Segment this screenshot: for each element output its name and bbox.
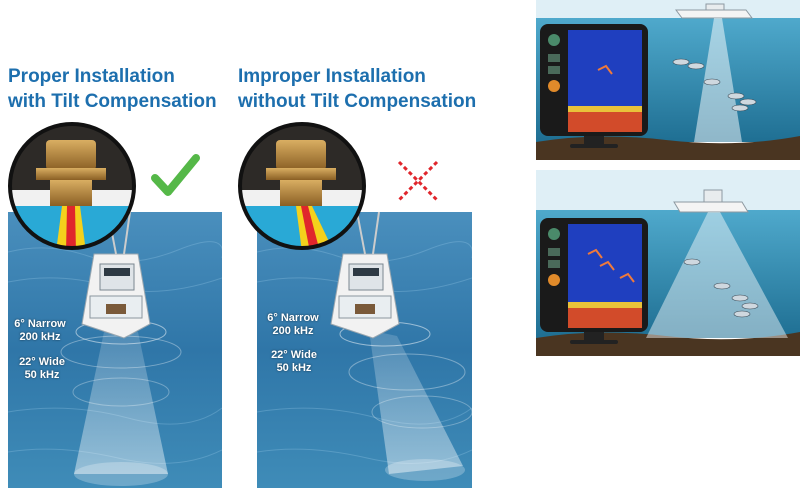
fishfinder-scene-proper [536, 0, 800, 160]
green-check-icon [151, 154, 200, 196]
fishfinder-display [540, 24, 648, 148]
sport-fishing-boat [330, 212, 400, 339]
wide-beam-angle: 22° Wide [19, 356, 65, 368]
fishfinder-display [540, 218, 648, 344]
improper-narrow-beam-label: 6° Narrow 200 kHz [262, 312, 324, 338]
narrow-beam-angle: 6° Narrow [267, 312, 319, 324]
proper-heading-line2: with Tilt Compensation [8, 91, 217, 112]
wide-beam-frequency: 50 kHz [276, 362, 312, 374]
proper-ocean-panel [8, 212, 222, 488]
proper-ocean-scene [8, 212, 222, 488]
improper-installation-heading: Improper Installation without Tilt Compe… [238, 64, 476, 114]
improper-wide-beam-label: 22° Wide 50 kHz [263, 349, 325, 375]
proper-transducer-zoom [8, 122, 136, 250]
proper-heading-line1: Proper Installation [8, 66, 175, 87]
proper-narrow-beam-label: 6° Narrow 200 kHz [10, 318, 70, 344]
sport-fishing-boat [81, 212, 151, 339]
proper-installation-heading: Proper Installation with Tilt Compensati… [8, 64, 217, 114]
improper-sonar-beam [369, 330, 463, 474]
fishfinder-scene-improper [536, 170, 800, 356]
proper-sonar-beam [74, 332, 168, 474]
boat-icon [673, 189, 749, 213]
fish-school [672, 58, 757, 112]
wide-beam-frequency: 50 kHz [24, 369, 60, 381]
narrow-beam-frequency: 200 kHz [272, 325, 314, 337]
fish-school [683, 258, 759, 318]
wide-beam-angle: 22° Wide [271, 349, 317, 361]
narrow-beam-angle: 6° Narrow [14, 318, 66, 330]
improper-heading-line2: without Tilt Compensation [238, 91, 477, 112]
narrow-beam-frequency: 200 kHz [19, 331, 61, 343]
proper-wide-beam-label: 22° Wide 50 kHz [12, 356, 72, 382]
improper-ocean-panel [257, 212, 472, 488]
red-x-icon [397, 160, 439, 202]
improper-heading-line1: Improper Installation [238, 66, 426, 87]
improper-ocean-scene [257, 212, 472, 488]
improper-transducer-zoom [238, 122, 366, 250]
boat-icon [675, 3, 753, 19]
